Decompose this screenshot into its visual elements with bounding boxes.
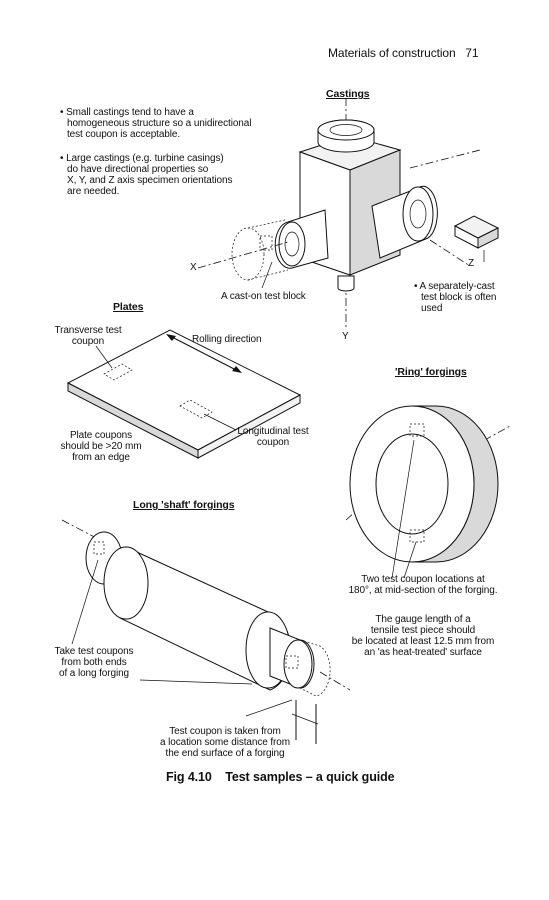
separate-block-label: • A separately-cast test block is often … <box>414 281 496 314</box>
plates-title: Plates <box>113 301 144 313</box>
text-line: • Small castings tend to have a <box>60 107 194 118</box>
text-line: X, Y, and Z axis specimen orientations <box>67 175 233 186</box>
castings-title: Castings <box>326 88 370 100</box>
ring-drawing <box>345 405 511 579</box>
text-line: Longitudinal test <box>237 426 309 437</box>
castings-bullet-large: • Large castings (e.g. turbine casings) … <box>60 153 232 197</box>
text-line: The gauge length of a <box>375 614 471 625</box>
running-header: Materials of construction 71 <box>328 46 479 60</box>
shaft-forgings-title: Long 'shaft' forgings <box>133 499 235 511</box>
text-line: from both ends <box>61 657 127 668</box>
longitudinal-coupon-label: Longitudinal test coupon <box>226 426 320 448</box>
casting-drawing <box>197 98 500 330</box>
figure-number: Fig 4.10 <box>166 770 212 784</box>
text-line: • A separately-cast <box>414 281 495 292</box>
cast-on-block-label: A cast-on test block <box>221 291 306 302</box>
text-line: • Large castings (e.g. turbine casings) <box>60 153 224 164</box>
text-line: from an edge <box>72 452 130 463</box>
text-line: be located at least 12.5 mm from <box>351 636 495 647</box>
transverse-coupon-label: Transverse test coupon <box>46 325 130 347</box>
text-line: 180°, at mid-section of the forging. <box>348 585 498 596</box>
axis-z-label: Z <box>468 258 475 269</box>
shaft-drawing <box>61 519 351 744</box>
text-line: test coupon is acceptable. <box>67 129 181 140</box>
text-line: coupon <box>71 336 105 347</box>
axis-y-label: Y <box>342 331 349 342</box>
distance-from-end-note: Test coupon is taken from a location som… <box>140 726 310 759</box>
text-line: Plate coupons <box>69 430 133 441</box>
text-line: of a long forging <box>58 668 130 679</box>
text-line: Test coupon is taken from <box>169 726 281 737</box>
text-line: Transverse test <box>54 325 122 336</box>
text-line: test block is often <box>421 292 497 303</box>
figure-caption: Fig 4.10 Test samples – a quick guide <box>166 770 395 784</box>
text-line: used <box>421 303 443 314</box>
gauge-length-note: The gauge length of a tensile test piece… <box>334 614 512 658</box>
ring-forgings-title: 'Ring' forgings <box>395 366 467 378</box>
text-line: are needed. <box>67 186 120 197</box>
text-line: homogeneous structure so a unidirectiona… <box>67 118 252 129</box>
both-ends-note: Take test coupons from both ends of a lo… <box>44 646 144 679</box>
page-number: 71 <box>465 46 479 60</box>
rolling-direction-label: Rolling direction <box>192 334 262 345</box>
figure-title: Test samples – a quick guide <box>225 770 395 784</box>
text-line: a location some distance from <box>160 737 290 748</box>
text-line: do have directional properties so <box>67 164 209 175</box>
text-line: Take test coupons <box>54 646 134 657</box>
plate-drawing <box>66 329 302 459</box>
text-line: the end surface of a forging <box>165 748 285 759</box>
castings-bullet-small: • Small castings tend to have a homogene… <box>60 107 251 140</box>
plate-edge-note: Plate coupons should be >20 mm from an e… <box>54 430 148 463</box>
axis-x-label: X <box>190 262 197 273</box>
ring-coupon-locations: Two test coupon locations at 180°, at mi… <box>334 574 512 596</box>
text-line: coupon <box>256 437 290 448</box>
text-line: tensile test piece should <box>370 625 476 636</box>
text-line: should be >20 mm <box>60 441 142 452</box>
text-line: Two test coupon locations at <box>361 574 485 585</box>
section-title: Materials of construction <box>328 46 456 60</box>
text-line: an 'as heat-treated' surface <box>364 647 482 658</box>
